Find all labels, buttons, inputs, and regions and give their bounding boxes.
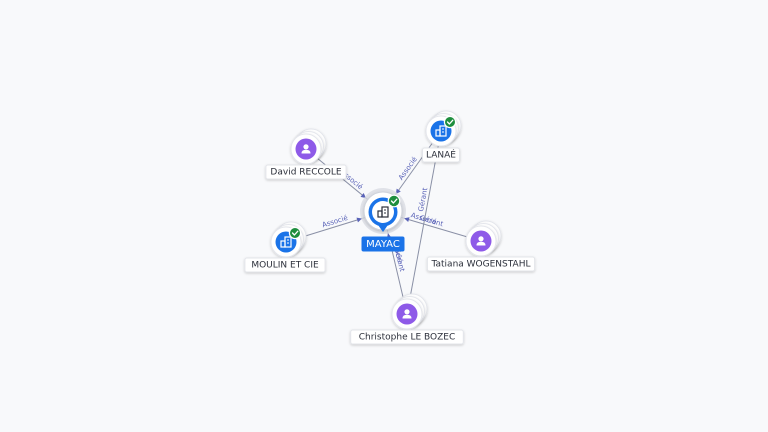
node-lanae[interactable]: LANAÉ (422, 110, 462, 163)
building-icon (280, 236, 292, 248)
person-icon (402, 309, 412, 319)
person-icon (476, 236, 486, 246)
node-christophe[interactable]: Christophe LE BOZEC (350, 293, 464, 345)
node-moulin[interactable]: MOULIN ET CIE (244, 221, 326, 273)
person-icon (301, 144, 311, 154)
node-tatiana[interactable]: Tatiana WOGENSTAHL (426, 220, 536, 272)
node-center[interactable]: MAYAC (360, 188, 406, 252)
verified-check-icon (387, 194, 401, 208)
node-label-christophe[interactable]: Christophe LE BOZEC (350, 329, 464, 345)
verified-check-icon (443, 115, 457, 129)
edge-arrow (360, 192, 366, 199)
center-label-text: MAYAC (366, 239, 400, 250)
edge-arrow (404, 217, 410, 223)
node-label-text: Christophe LE BOZEC (359, 333, 456, 343)
edge-label: Gérant (417, 187, 429, 212)
node-label-lanae[interactable]: LANAÉ (422, 147, 460, 163)
building-icon (377, 206, 389, 218)
edge-arrow (356, 217, 362, 223)
center-label[interactable]: MAYAC (361, 236, 405, 252)
nodes-layer: David RECCOLE LANAÉ MOULIN ET CIE Tatiana W… (244, 110, 536, 345)
node-label-tatiana[interactable]: Tatiana WOGENSTAHL (426, 256, 536, 272)
edge-arrow (395, 188, 401, 195)
node-label-david[interactable]: David RECCOLE (265, 164, 347, 180)
node-label-moulin[interactable]: MOULIN ET CIE (244, 257, 326, 273)
node-label-text: Tatiana WOGENSTAHL (431, 260, 531, 270)
node-label-text: David RECCOLE (270, 168, 341, 178)
building-icon (435, 125, 447, 137)
node-david[interactable]: David RECCOLE (265, 128, 347, 180)
node-label-text: LANAÉ (426, 149, 456, 161)
verified-check-icon (288, 226, 302, 240)
node-label-text: MOULIN ET CIE (251, 261, 319, 271)
